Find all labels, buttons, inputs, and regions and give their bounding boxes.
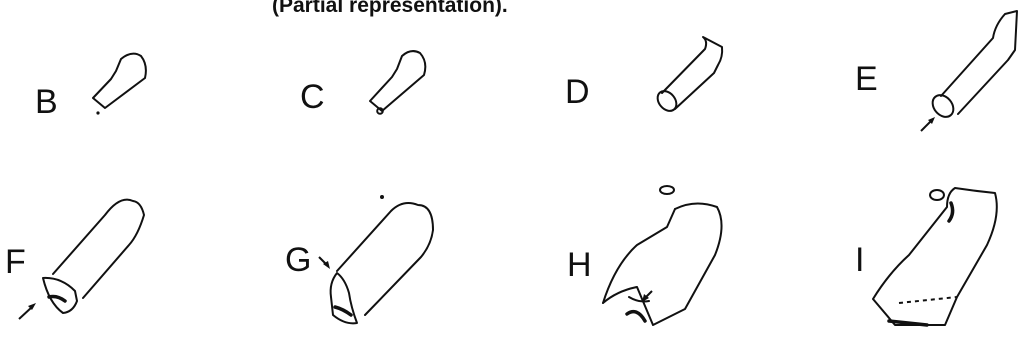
structure-drawing-h <box>565 185 795 335</box>
structure-drawing-d <box>565 35 795 185</box>
panel-c: C <box>300 45 530 195</box>
structure-drawing-g <box>285 185 515 335</box>
figure-caption: (Partial representation). <box>272 0 508 18</box>
panel-b: B <box>35 45 265 195</box>
panel-d: D <box>565 35 795 185</box>
panel-f: F <box>5 185 235 335</box>
panel-e: E <box>845 10 1019 160</box>
structure-drawing-i <box>845 185 1019 335</box>
structure-drawing-c <box>300 45 530 195</box>
panel-g: G <box>285 185 515 335</box>
structure-drawing-f <box>5 185 235 335</box>
structure-drawing-e <box>845 10 1019 160</box>
panel-h: H <box>565 185 795 335</box>
panel-i: I <box>845 185 1019 335</box>
structure-drawing-b <box>35 45 265 195</box>
